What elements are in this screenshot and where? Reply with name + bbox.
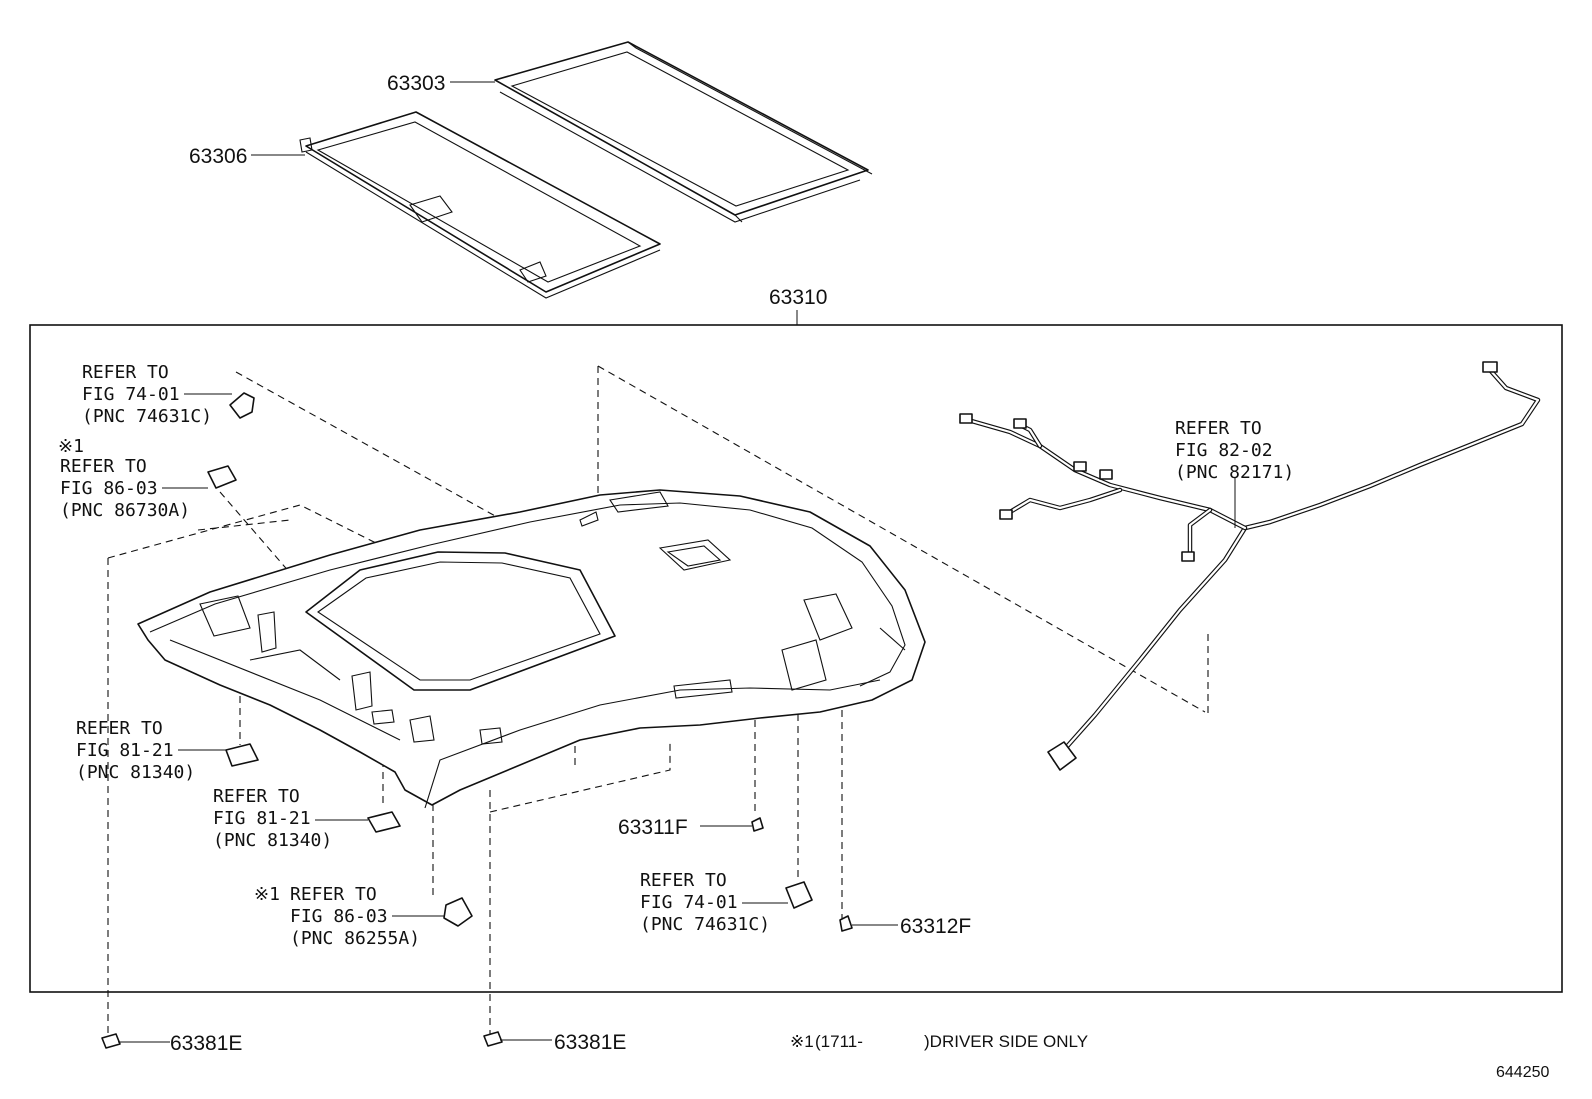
footnote: ※1 (1711- )DRIVER SIDE ONLY	[790, 1032, 1088, 1051]
ref6-line2: FIG 74-01	[640, 892, 738, 913]
part-number-63311f[interactable]: 63311F	[618, 816, 688, 839]
ref3-line1: REFER TO	[76, 718, 163, 739]
ref6-line1: REFER TO	[640, 870, 727, 891]
reference-ref1: REFER TO FIG 74-01 (PNC 74631C)	[82, 362, 232, 427]
ref5-mark: ※1	[254, 884, 280, 905]
sunroof-panel-drawing	[494, 41, 873, 223]
ref7-line3: (PNC 82171)	[1175, 462, 1294, 483]
footnote-mark: ※1	[790, 1032, 814, 1051]
ref1-line3: (PNC 74631C)	[82, 406, 212, 427]
part-number-63306[interactable]: 63306	[189, 145, 247, 168]
footnote-range: (1711-	[815, 1032, 863, 1051]
ref4-line3: (PNC 81340)	[213, 830, 332, 851]
ref2-line1: REFER TO	[60, 456, 147, 477]
part-number-63303[interactable]: 63303	[387, 72, 445, 95]
ref1-line2: FIG 74-01	[82, 384, 180, 405]
part-number-63312f[interactable]: 63312F	[900, 915, 971, 938]
ref7-line1: REFER TO	[1175, 418, 1262, 439]
ref2-line2: FIG 86-03	[60, 478, 158, 499]
sunshade-drawing	[299, 111, 661, 299]
ref5-line1: REFER TO	[290, 884, 377, 905]
reference-ref3: REFER TO FIG 81-21 (PNC 81340)	[76, 718, 226, 783]
reference-ref7: REFER TO FIG 82-02 (PNC 82171)	[1175, 418, 1294, 483]
ref2-line3: (PNC 86730A)	[60, 500, 190, 521]
ref4-line2: FIG 81-21	[213, 808, 311, 829]
small-parts	[101, 392, 853, 1049]
reference-ref6: REFER TO FIG 74-01 (PNC 74631C)	[640, 870, 788, 935]
wire-harness-drawing	[959, 361, 1541, 771]
reference-ref2: ※1 REFER TO FIG 86-03 (PNC 86730A)	[58, 436, 208, 521]
ref5-line2: FIG 86-03	[290, 906, 388, 927]
ref4-line1: REFER TO	[213, 786, 300, 807]
footnote-text: )DRIVER SIDE ONLY	[924, 1032, 1088, 1051]
ref3-line2: FIG 81-21	[76, 740, 174, 761]
part-number-63310[interactable]: 63310	[769, 286, 827, 309]
part-number-63381e-left[interactable]: 63381E	[170, 1032, 242, 1055]
ref2-mark: ※1	[58, 436, 84, 457]
reference-ref4: REFER TO FIG 81-21 (PNC 81340)	[213, 786, 368, 851]
ref6-line3: (PNC 74631C)	[640, 914, 770, 935]
part-number-63381e-center[interactable]: 63381E	[554, 1031, 626, 1054]
assembly-frame	[29, 324, 1563, 993]
headliner-drawing	[137, 489, 926, 809]
ref5-line3: (PNC 86255A)	[290, 928, 420, 949]
ref3-line3: (PNC 81340)	[76, 762, 195, 783]
figure-id: 644250	[1496, 1064, 1549, 1081]
ref1-line1: REFER TO	[82, 362, 169, 383]
ref7-line2: FIG 82-02	[1175, 440, 1273, 461]
reference-ref5: ※1 REFER TO FIG 86-03 (PNC 86255A)	[254, 884, 444, 949]
